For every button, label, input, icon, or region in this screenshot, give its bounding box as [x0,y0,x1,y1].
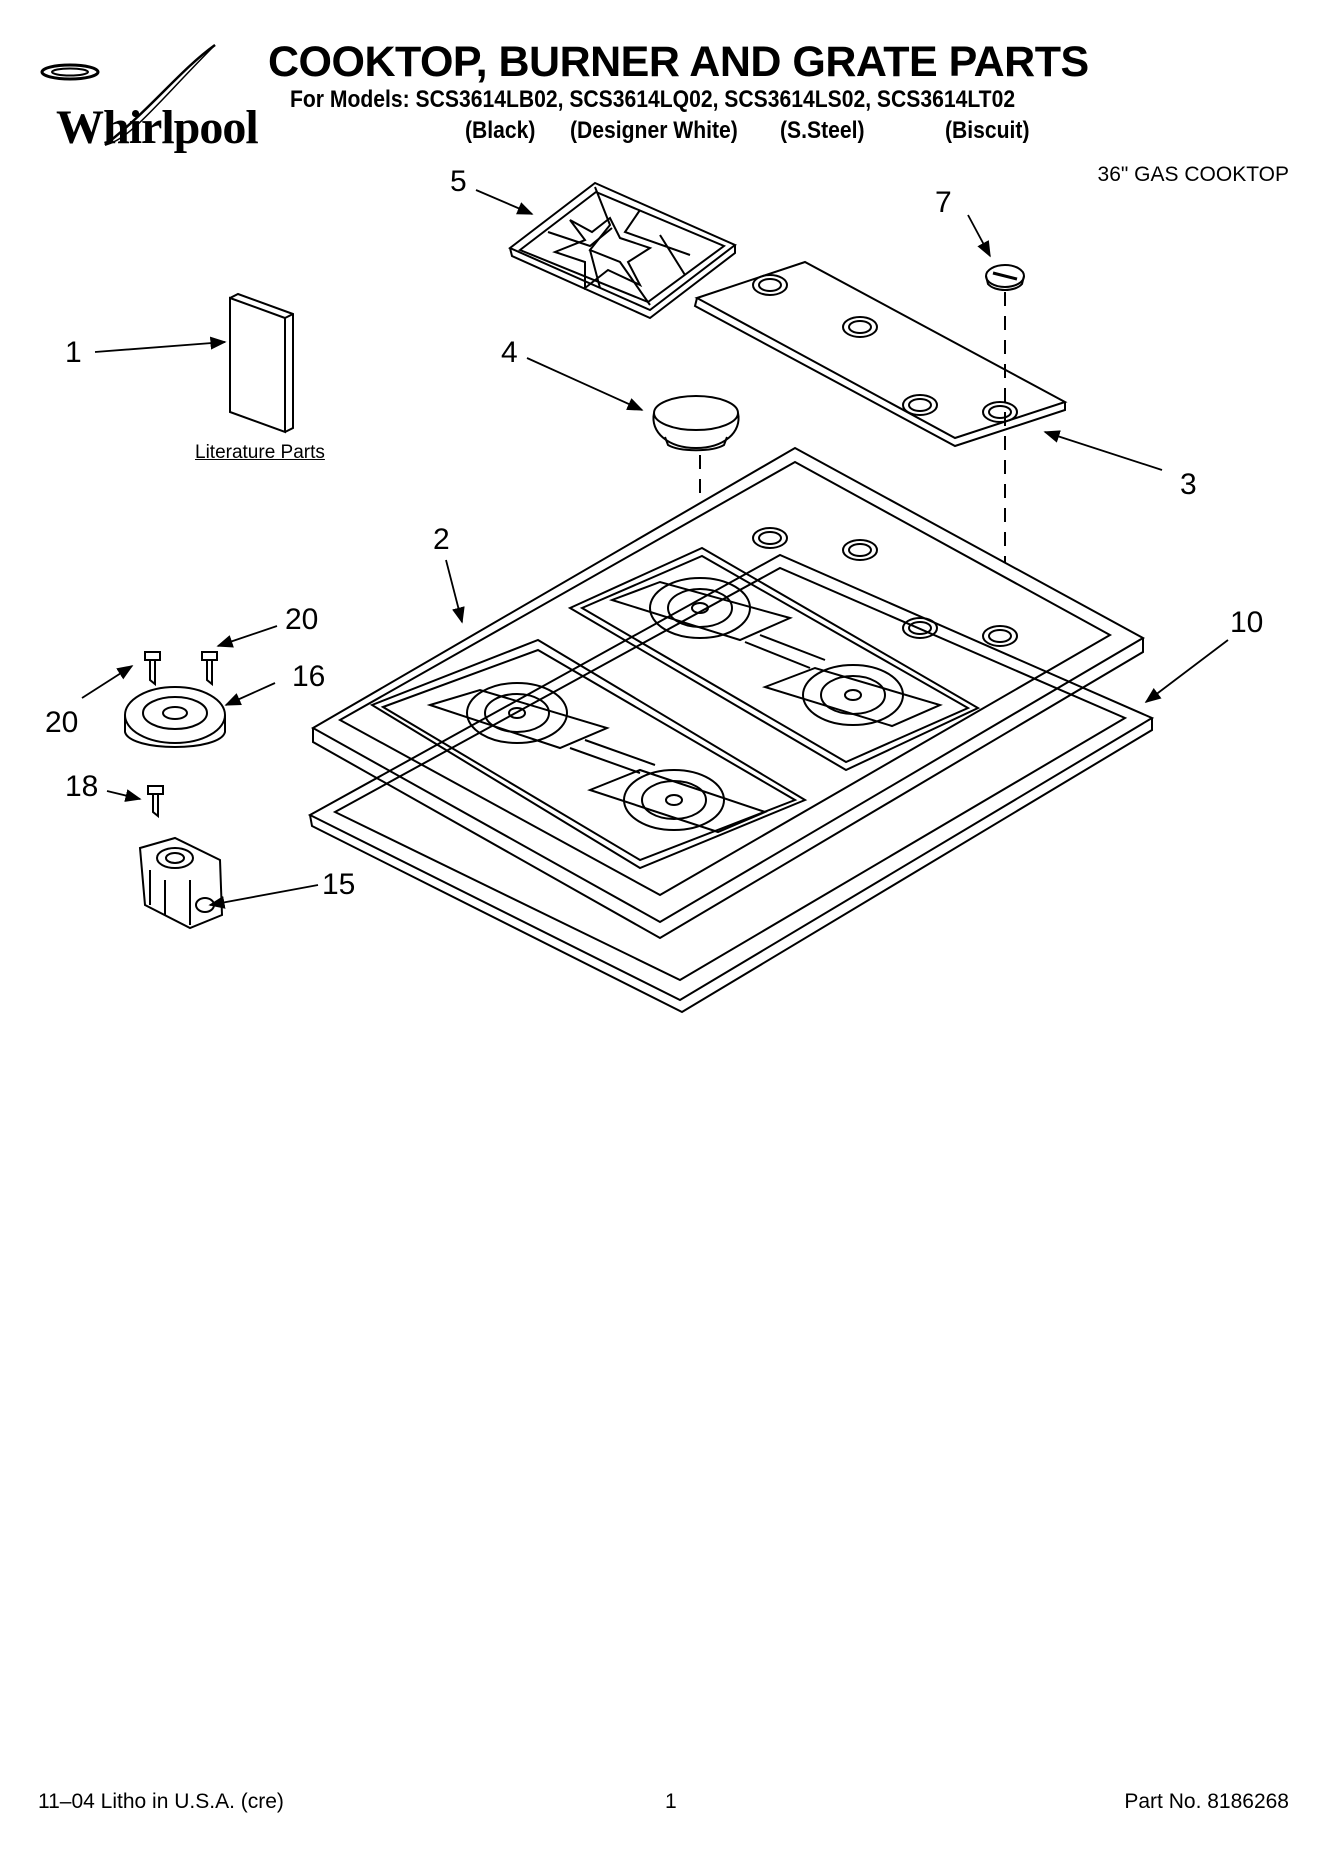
valve-bracket-drawing [138,836,224,930]
callout-15: 15 [322,868,356,901]
callout-7: 7 [935,186,952,219]
callout-1: 1 [65,336,82,369]
brand-swoosh-icon [40,43,216,146]
callout-20-upper: 20 [285,603,319,636]
page-title: COOKTOP, BURNER AND GRATE PARTS [268,38,1089,86]
callout-2: 2 [433,523,450,556]
brand-name: Whirlpool [56,101,259,154]
product-subtitle: 36" GAS COOKTOP [1097,163,1289,186]
variant-steel: (S.Steel) [780,117,865,144]
gasket-drawing [307,553,1155,1014]
footer-part-number: Part No. 8186268 [1124,1790,1289,1813]
callout-18: 18 [65,770,99,803]
literature-parts-drawing [229,292,294,434]
burner-cap-drawing [652,395,740,452]
burner-base-drawing [124,686,226,748]
leader-arrows [81,189,1229,909]
footer-litho: 11–04 Litho in U.S.A. (cre) [38,1790,284,1813]
callout-10: 10 [1230,606,1264,639]
brand-logo: Whirlpool [30,40,270,154]
variant-designer-white: (Designer White) [570,117,738,144]
variant-black: (Black) [465,117,536,144]
literature-parts-label: Literature Parts [195,442,325,463]
models-line: For Models: SCS3614LB02, SCS3614LQ02, SC… [290,86,1016,113]
control-panel-drawing [693,260,1068,448]
callout-20-lower: 20 [45,706,79,739]
callout-16: 16 [292,660,326,693]
callout-3: 3 [1180,468,1197,501]
variant-biscuit: (Biscuit) [945,117,1030,144]
footer-page-number: 1 [665,1790,677,1813]
knob-drawing [985,264,1025,291]
screw-drawings [144,651,218,819]
callout-5: 5 [450,165,467,198]
cooktop-drawing [310,446,1146,940]
grate-drawing [508,181,737,320]
callout-4: 4 [501,336,518,369]
